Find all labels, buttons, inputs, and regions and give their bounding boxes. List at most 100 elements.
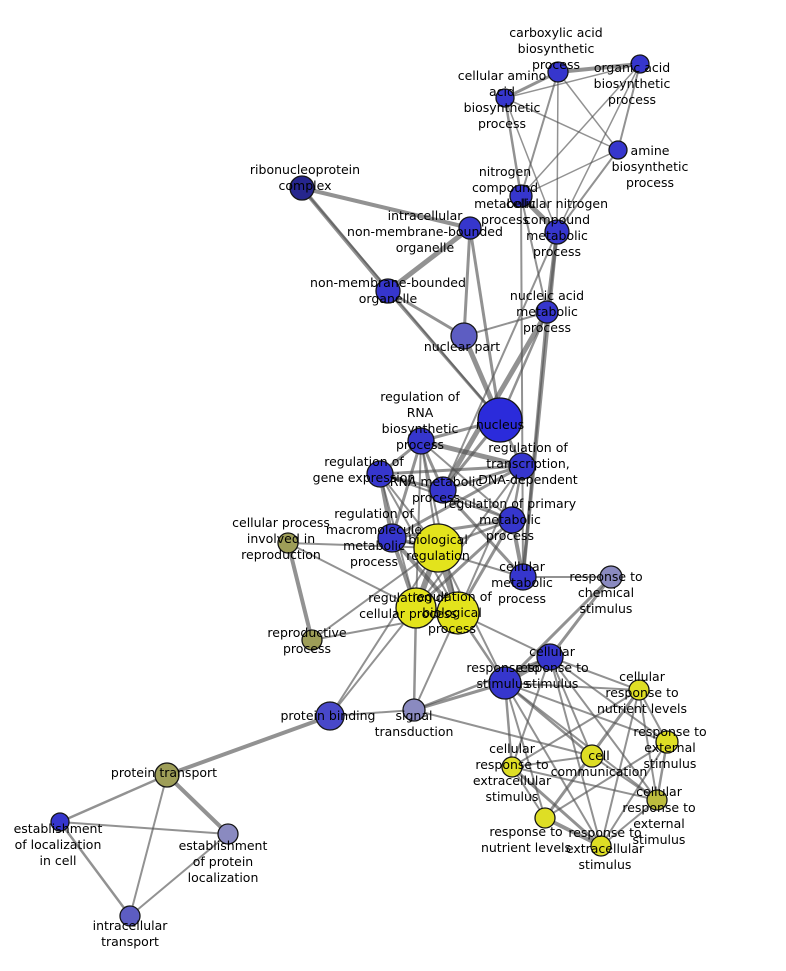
node-n24-reproductive-process[interactable] [301,629,323,651]
edge-n35-n30 [165,714,332,777]
node-n35-protein-transport[interactable] [154,762,180,788]
node-n38-intracellular-transport[interactable] [119,905,141,927]
edge-n16-n20 [441,488,525,579]
node-n15-regulation-of-gene-expression[interactable] [366,460,394,488]
edge-n32-n33 [511,755,593,768]
edge-n1-n5 [520,71,559,197]
edge-n21-n30 [329,607,417,717]
edge-n2-n4 [617,63,641,151]
node-n13-regulation-of-rna-biosynthetic-process[interactable] [407,427,435,455]
edge-n1-n2 [556,62,642,74]
node-n7-intracellular-non-membrane-bounded-organelle[interactable] [458,216,482,240]
node-n5-nitrogen-compound-metabolic-process[interactable] [509,184,533,208]
edge-n19-n24 [311,547,439,641]
node-n17-regulation-of-primary-metabolic-process[interactable] [498,506,526,534]
node-n23-cellular-process-involved-in-reproduction[interactable] [277,532,299,554]
edge-n28-n40 [600,689,640,847]
node-n25-response-to-chemical-stimulus[interactable] [599,565,623,589]
node-n20-cellular-metabolic-process[interactable] [509,563,537,591]
node-n14-regulation-of-transcription-dna-dependent[interactable] [508,452,536,480]
edge-n1-n4 [557,71,619,151]
node-n31-signal-transduction[interactable] [402,698,426,722]
node-n3-cellular-amino-acid-biosynthetic-process[interactable] [495,88,515,108]
edge-n34-n40 [600,799,658,847]
edge-n35-n37 [165,773,230,836]
edge-n37-n38 [129,833,229,917]
edge-n27-n29 [504,682,668,743]
edge-n36-n37 [59,821,229,835]
edge-n26-n31 [412,655,552,712]
label-n30: protein binding [280,708,375,723]
nodes-layer [50,54,679,927]
node-n22-regulation-of-biological-process[interactable] [436,591,480,635]
node-n1-carboxylic-acid-biosynthetic-process[interactable] [547,61,569,83]
node-n32-cell-communication[interactable] [580,744,604,768]
node-n6-cellular-nitrogen-compound-metabolic-process[interactable] [544,219,570,245]
node-n2-organic-acid-biosynthetic-process[interactable] [630,54,650,74]
edge-n36-n38 [58,820,132,918]
node-n30-protein-binding[interactable] [315,701,345,731]
node-n40-response-to-extracellular-stimulus[interactable] [590,835,612,857]
edge-n26-n34 [549,656,658,801]
edge-n32-n34 [591,755,658,801]
node-n19-biological-regulation[interactable] [413,523,463,573]
node-n36-establishment-of-localization-in-cell[interactable] [50,812,70,832]
edge-n3-n5 [503,96,523,198]
edge-n29-n39 [544,741,668,819]
label-n35: protein transport [111,765,217,780]
node-n8-ribonucleoprotein-complex[interactable] [289,175,315,201]
node-n16-rna-metabolic-process[interactable] [429,476,457,504]
edge-n3-n4 [504,97,619,151]
edge-n10-n11 [463,311,548,337]
node-n39-response-to-nutrient-levels[interactable] [534,807,556,829]
label-n11: nuclear part [424,339,500,354]
edge-n6-n16 [442,231,558,491]
node-n37-establishment-of-protein-localization[interactable] [217,823,239,845]
edges-layer [58,62,669,918]
edge-n27-n34 [504,682,658,801]
edge-n5-n10 [520,195,548,313]
edge-n8-n7 [300,186,472,230]
edge-n28-n34 [638,689,658,801]
node-n33-cellular-response-to-extracellular-stimulus[interactable] [501,756,523,778]
node-n11-nuclear-part[interactable] [450,322,478,350]
node-n9-non-membrane-bounded-organelle[interactable] [375,278,401,304]
node-n12-nucleus[interactable] [477,397,523,443]
node-n18-regulation-of-macromolecule-metabolic-process[interactable] [377,523,407,553]
edge-n27-n28 [504,682,640,691]
node-n10-nucleic-acid-metabolic-process[interactable] [535,300,559,324]
node-n29-response-to-external-stimulus[interactable] [655,730,679,754]
edge-n13-n17 [420,440,513,521]
edge-n26-n28 [549,656,640,691]
edge-n28-n33 [511,689,640,768]
edge-n25-n26 [548,575,613,659]
edge-n35-n36 [58,773,169,824]
label-n12: nucleus [476,417,524,432]
edge-n14-n15 [378,464,524,476]
node-n21-regulation-of-cellular-process[interactable] [395,587,437,629]
node-n27-response-to-stimulus[interactable] [488,666,522,700]
node-n34-cellular-response-to-external-stimulus[interactable] [646,789,668,811]
node-n4-amine-biosynthetic-process[interactable] [608,140,628,160]
node-n28-cellular-response-to-nutrient-levels[interactable] [628,679,650,701]
edge-n3-n6 [504,97,558,233]
edge-n21-n23 [287,542,417,609]
node-n26-cellular-response-to-stimulus[interactable] [536,643,564,671]
